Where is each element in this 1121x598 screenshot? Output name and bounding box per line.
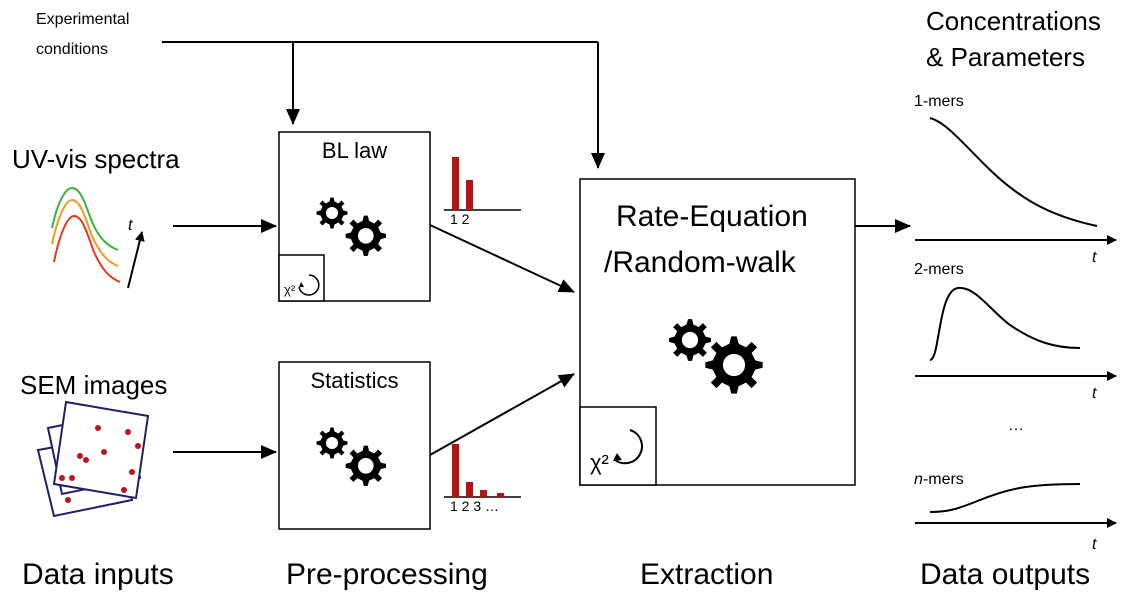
uv-vis-spectra-label: UV-vis spectra [12,144,180,174]
experimental-conditions-connector [162,41,605,169]
outputs-header-line1: Concentrations [926,6,1101,36]
stage-extraction: Extraction [640,558,774,591]
sem-images-label: SEM images [20,370,168,400]
stage-pre-processing: Pre-processing [286,558,488,591]
outputs-header-line2: & Parameters [926,42,1085,72]
nmers-label: n-mers [914,472,964,488]
statistics-to-extraction-arrow [429,373,575,456]
bl-bar-2 [466,180,473,210]
bl-law-title: BL law [321,138,388,163]
stat-bar-3 [480,490,487,497]
dimers-label: 2-mers [914,261,964,278]
experimental-conditions-label-line2: conditions [36,41,109,58]
uv-time-label: t [128,217,133,234]
extraction-title-line2: /Random-walk [604,246,796,279]
stat-bar-1 [452,444,459,497]
nmers-suffix: -mers [922,471,964,488]
statistics-box [278,361,431,530]
extraction-title-line1: Rate-Equation [616,200,808,233]
output-plot-nmers [915,483,1117,528]
dimers-time-label: t [1092,385,1097,402]
bl-histogram [444,157,521,211]
output-plot-2mers [915,286,1117,381]
bl-chi-square-label: χ² [284,282,296,297]
uv-vis-spectra-icon [51,186,145,289]
bl-bar-1 [452,157,459,210]
nmers-n: n [914,471,923,488]
output-plot-1mers [915,117,1117,245]
ellipsis-label: … [1008,417,1024,434]
bl-law-box [278,131,431,302]
extraction-box [579,178,856,486]
extraction-chi-square-label: χ² [590,450,609,475]
nmers-time-label: t [1092,536,1097,553]
sem-images-icon [36,400,150,518]
statistics-histogram [444,444,521,498]
bl-to-extraction-arrow [429,224,575,293]
stage-data-outputs: Data outputs [920,558,1091,591]
monomers-time-label: t [1092,249,1097,266]
stat-bar-4 [497,493,504,497]
bl-histogram-ticks: 1 2 [450,211,470,227]
stat-bar-2 [466,482,473,497]
experimental-conditions-label-line1: Experimental [36,11,130,28]
statistics-histogram-ticks: 1 2 3 … [450,498,500,514]
statistics-title: Statistics [310,368,399,393]
monomers-label: 1-mers [914,93,964,110]
stage-data-inputs: Data inputs [22,558,174,591]
